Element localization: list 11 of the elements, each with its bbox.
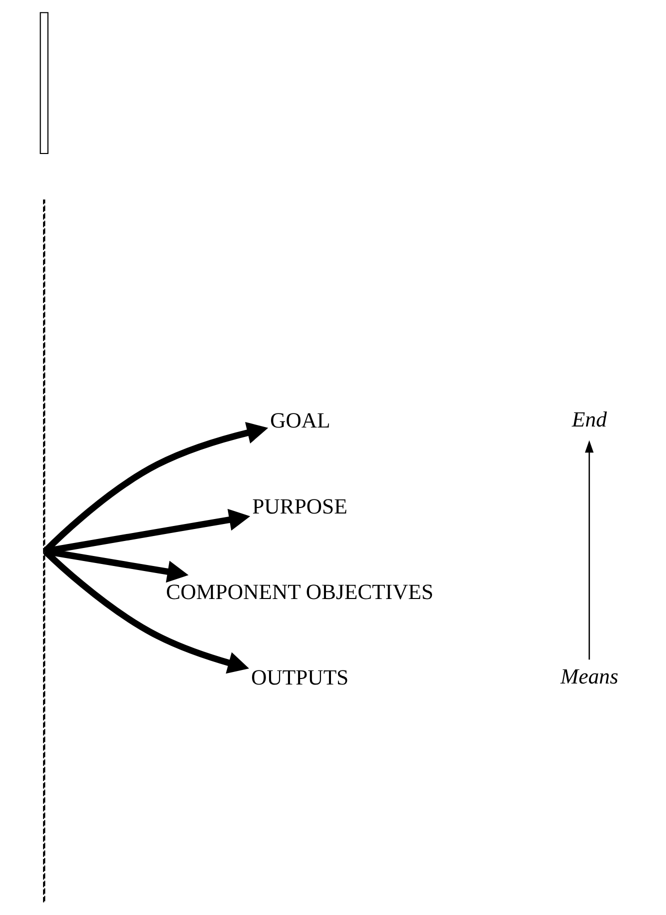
node-text: COMPONENT OBJECTIVES xyxy=(166,580,433,604)
arrow xyxy=(42,422,268,554)
node-line xyxy=(42,200,45,903)
arrow xyxy=(44,548,188,583)
label: Means xyxy=(560,664,618,688)
node-box xyxy=(39,12,48,154)
arrow xyxy=(42,549,249,674)
node-text: GOAL xyxy=(270,408,330,433)
node-text: OUTPUTS xyxy=(250,666,348,690)
node-text: PURPOSE xyxy=(252,494,347,518)
label: End xyxy=(571,408,606,432)
